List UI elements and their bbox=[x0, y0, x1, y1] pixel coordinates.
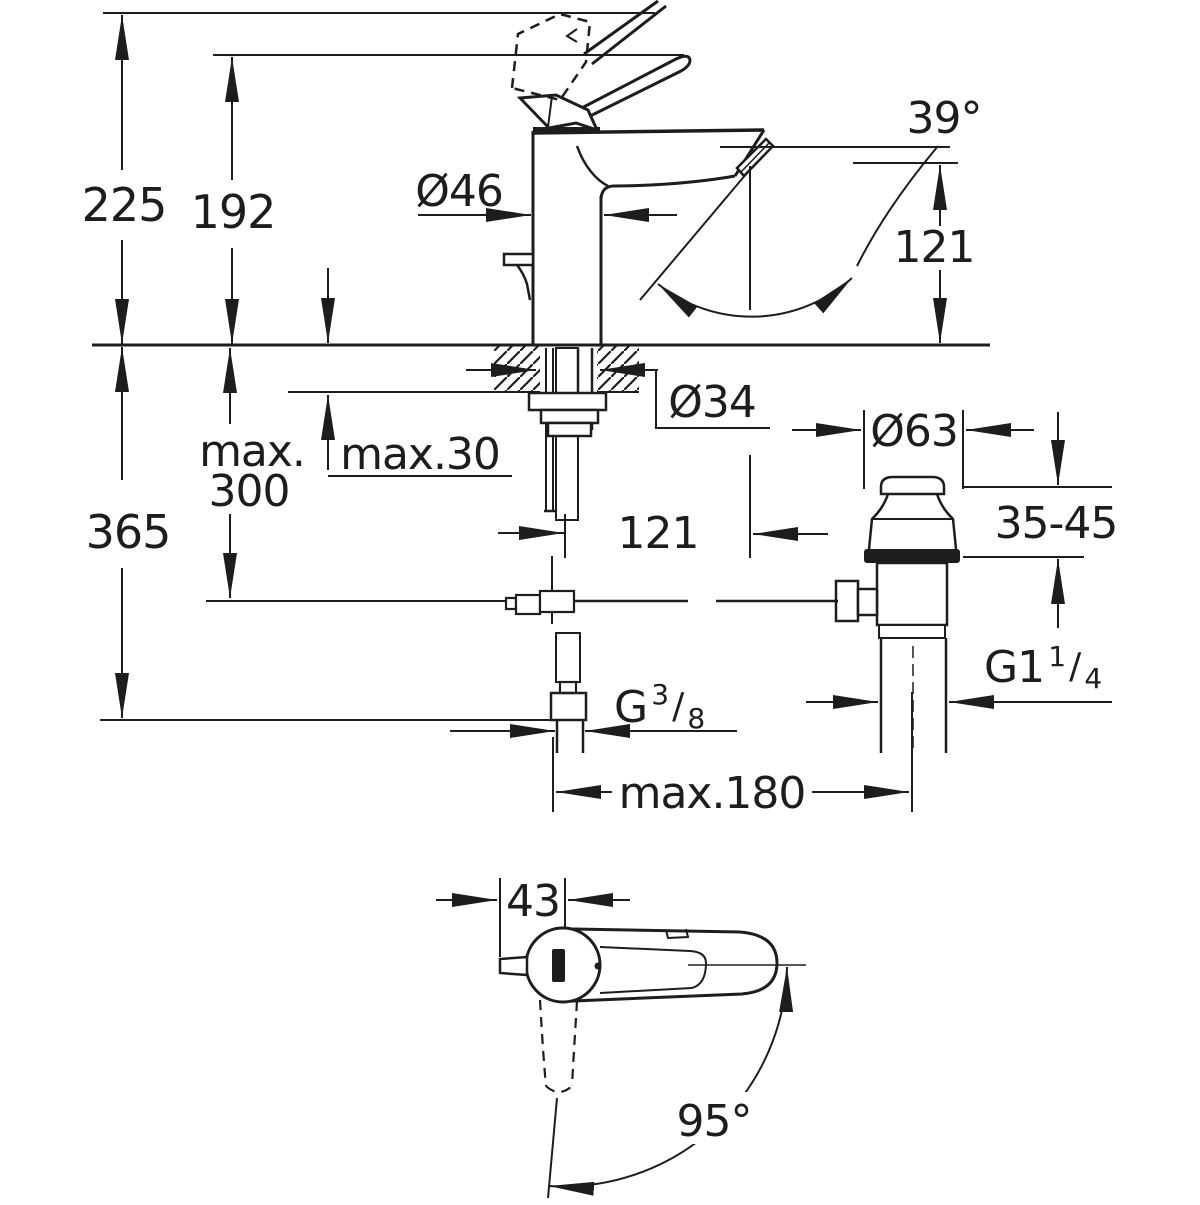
dim-label-swivel-angle: 95° bbox=[677, 1096, 752, 1147]
dim-max-deck-thickness-30: max.30 bbox=[321, 268, 512, 480]
supply-thread-num: 3 bbox=[651, 678, 668, 711]
waste-thread-g: G1 bbox=[984, 642, 1044, 693]
supply-hose-connector bbox=[549, 632, 588, 753]
dim-label-supply-thread: G 3 / 8 bbox=[614, 678, 704, 735]
dim-outlet-height-121: 121 bbox=[894, 165, 975, 343]
waste-thread-num: 1 bbox=[1048, 640, 1065, 673]
dim-overall-height-225: 225 bbox=[82, 15, 167, 344]
dim-spout-reach-121: 121 bbox=[498, 508, 828, 559]
waste-gasket bbox=[864, 549, 960, 563]
side-elevation-view: 225 192 365 max. 300 max.30 bbox=[82, 0, 990, 721]
dim-label-waste-thread: G1 1 / 4 bbox=[984, 640, 1101, 695]
water-stream-line bbox=[639, 166, 753, 301]
under-counter-assembly: G 3 / 8 max.180 121 Ø34 bbox=[450, 347, 913, 819]
dim-waste-thread-g114: G1 1 / 4 bbox=[806, 640, 1112, 709]
waste-band bbox=[878, 624, 946, 639]
dim-label-hose-depth: 300 bbox=[209, 466, 290, 517]
faucet-body-outline bbox=[531, 127, 775, 344]
dim-label-clamp-range: 35-45 bbox=[995, 498, 1118, 549]
handle-plan-view: 43 95° bbox=[436, 876, 806, 1199]
waste-plug-cap bbox=[879, 475, 946, 496]
spray-angle-annotation: 39° bbox=[639, 93, 983, 558]
supply-thread-slash: / bbox=[672, 686, 685, 727]
dim-body-diameter-46: Ø46 bbox=[415, 166, 677, 222]
mounting-nut-2 bbox=[539, 408, 600, 425]
handle-slot-mark bbox=[552, 949, 565, 982]
waste-knurled-knob bbox=[834, 579, 860, 623]
dim-label-aerator-angle: 39° bbox=[907, 93, 982, 144]
lever-handle-solid bbox=[516, 54, 692, 133]
dim-label-spout-reach: 121 bbox=[618, 508, 699, 559]
supply-thread-g: G bbox=[614, 682, 647, 733]
handle-nub bbox=[498, 955, 529, 977]
dim-max-hose-depth-300: max. 300 bbox=[199, 348, 506, 602]
dim-label-max-word: max. bbox=[199, 426, 305, 477]
dim-label-spout-height: 192 bbox=[191, 185, 276, 239]
dim-clamp-range-35-45: 35-45 bbox=[963, 412, 1118, 628]
dim-hole-diameter-34: Ø34 bbox=[466, 363, 770, 429]
pull-rod-knob bbox=[502, 252, 535, 301]
waste-body bbox=[875, 561, 949, 627]
dim-spout-height-192: 192 bbox=[191, 57, 276, 344]
waste-drain-assembly: Ø63 35-45 G1 1 / 4 bbox=[792, 406, 1118, 753]
mounting-nut-1 bbox=[527, 391, 608, 412]
dim-label-rod-reach: max.180 bbox=[619, 768, 806, 819]
dim-label-hole-diameter: Ø34 bbox=[668, 377, 756, 428]
dim-label-overall-height: 225 bbox=[82, 178, 167, 232]
waste-flare bbox=[867, 493, 958, 550]
dim-label-plug-diameter: Ø63 bbox=[870, 406, 958, 457]
dim-plug-diameter-63: Ø63 bbox=[792, 406, 1034, 489]
waste-knob-stem bbox=[856, 587, 879, 617]
supply-thread-den: 8 bbox=[687, 702, 704, 735]
handle-swivel-annotation: 95° bbox=[538, 966, 794, 1199]
dim-label-total-depth: 365 bbox=[86, 505, 171, 559]
dim-label-body-diameter: Ø46 bbox=[415, 166, 503, 217]
dim-label-max-deck: max.30 bbox=[340, 429, 500, 480]
dim-rod-reach-180: max.180 bbox=[552, 692, 913, 819]
waste-thread-slash: / bbox=[1069, 646, 1082, 687]
dim-total-depth-365: 365 bbox=[86, 347, 551, 721]
pop-up-rod-linkage bbox=[504, 556, 838, 624]
dim-label-outlet-height: 121 bbox=[894, 222, 975, 273]
mounting-nut-3 bbox=[546, 421, 593, 438]
dim-supply-thread-g38: G 3 / 8 bbox=[450, 678, 737, 738]
waste-thread-den: 4 bbox=[1084, 662, 1101, 695]
lever-handle-raised bbox=[510, 0, 667, 102]
dim-label-handle-width: 43 bbox=[506, 876, 560, 927]
